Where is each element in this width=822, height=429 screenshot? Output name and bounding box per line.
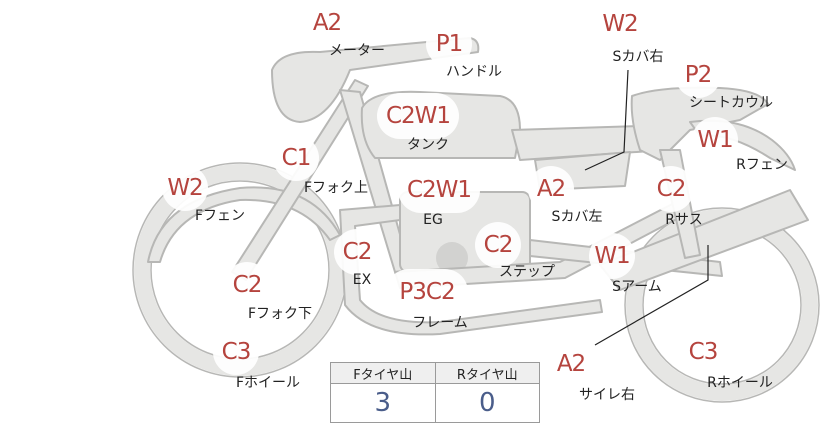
meter-badge: A2	[304, 0, 350, 46]
frame-badge: P3C2	[386, 269, 468, 315]
swingarm-label: Sアーム	[612, 279, 662, 295]
tire-tread-table: Fタイヤ山 Rタイヤ山 3 0	[330, 362, 540, 423]
s-cover-left-label: Sカバ左	[551, 209, 603, 225]
f-fork-upper-label: Fフォク上	[303, 180, 369, 196]
muffler-right-label: サイレ右	[579, 387, 635, 403]
step-label: ステップ	[499, 264, 555, 280]
tank-badge: C2W1	[377, 93, 459, 139]
rear-tire-header: Rタイヤ山	[434, 362, 540, 384]
rear-tire-value: 0	[434, 383, 540, 423]
r-wheel-label: Rホイール	[707, 375, 773, 391]
r-fender-label: Rフェン	[736, 157, 788, 173]
seat-cowl-label: シートカウル	[689, 95, 773, 111]
engine-badge: C2W1	[398, 167, 480, 213]
muffler-shape	[599, 189, 809, 291]
r-fender-badge: W1	[692, 117, 738, 163]
meter-label: メーター	[329, 43, 385, 59]
engine-label: EG	[423, 212, 443, 228]
f-fork-upper-badge: C1	[273, 135, 319, 181]
f-fork-lower-label: Fフォク下	[247, 306, 313, 322]
front-tire-header: Fタイヤ山	[330, 362, 436, 384]
f-fork-lower-badge: C2	[224, 262, 270, 308]
f-fender-badge: W2	[162, 165, 208, 211]
s-cover-right-label: Sカバ右	[612, 49, 664, 65]
muffler-right-badge: A2	[548, 341, 594, 387]
seat-cowl-badge: P2	[675, 52, 721, 98]
handle-label: ハンドル	[446, 64, 502, 80]
f-wheel-label: Fホイール	[235, 375, 301, 391]
swingarm-badge: W1	[589, 233, 635, 279]
r-wheel-badge: C3	[680, 329, 726, 375]
f-fender-label: Fフェン	[194, 208, 246, 224]
s-cover-left-badge: A2	[528, 166, 574, 212]
tank-label: タンク	[407, 137, 449, 153]
handle-badge: P1	[426, 21, 472, 67]
front-tire-value: 3	[330, 383, 436, 423]
s-cover-right-badge: W2	[597, 1, 643, 47]
handlebar-shape	[271, 37, 480, 123]
step-badge: C2	[475, 222, 521, 268]
exhaust-badge: C2	[334, 229, 380, 275]
f-wheel-badge: C3	[213, 329, 259, 375]
exhaust-label: EX	[352, 272, 372, 288]
r-suspension-label: Rサス	[665, 212, 703, 228]
r-suspension-badge: C2	[648, 166, 694, 212]
exhaust-shape	[339, 204, 603, 336]
frame-label: フレーム	[412, 315, 468, 331]
